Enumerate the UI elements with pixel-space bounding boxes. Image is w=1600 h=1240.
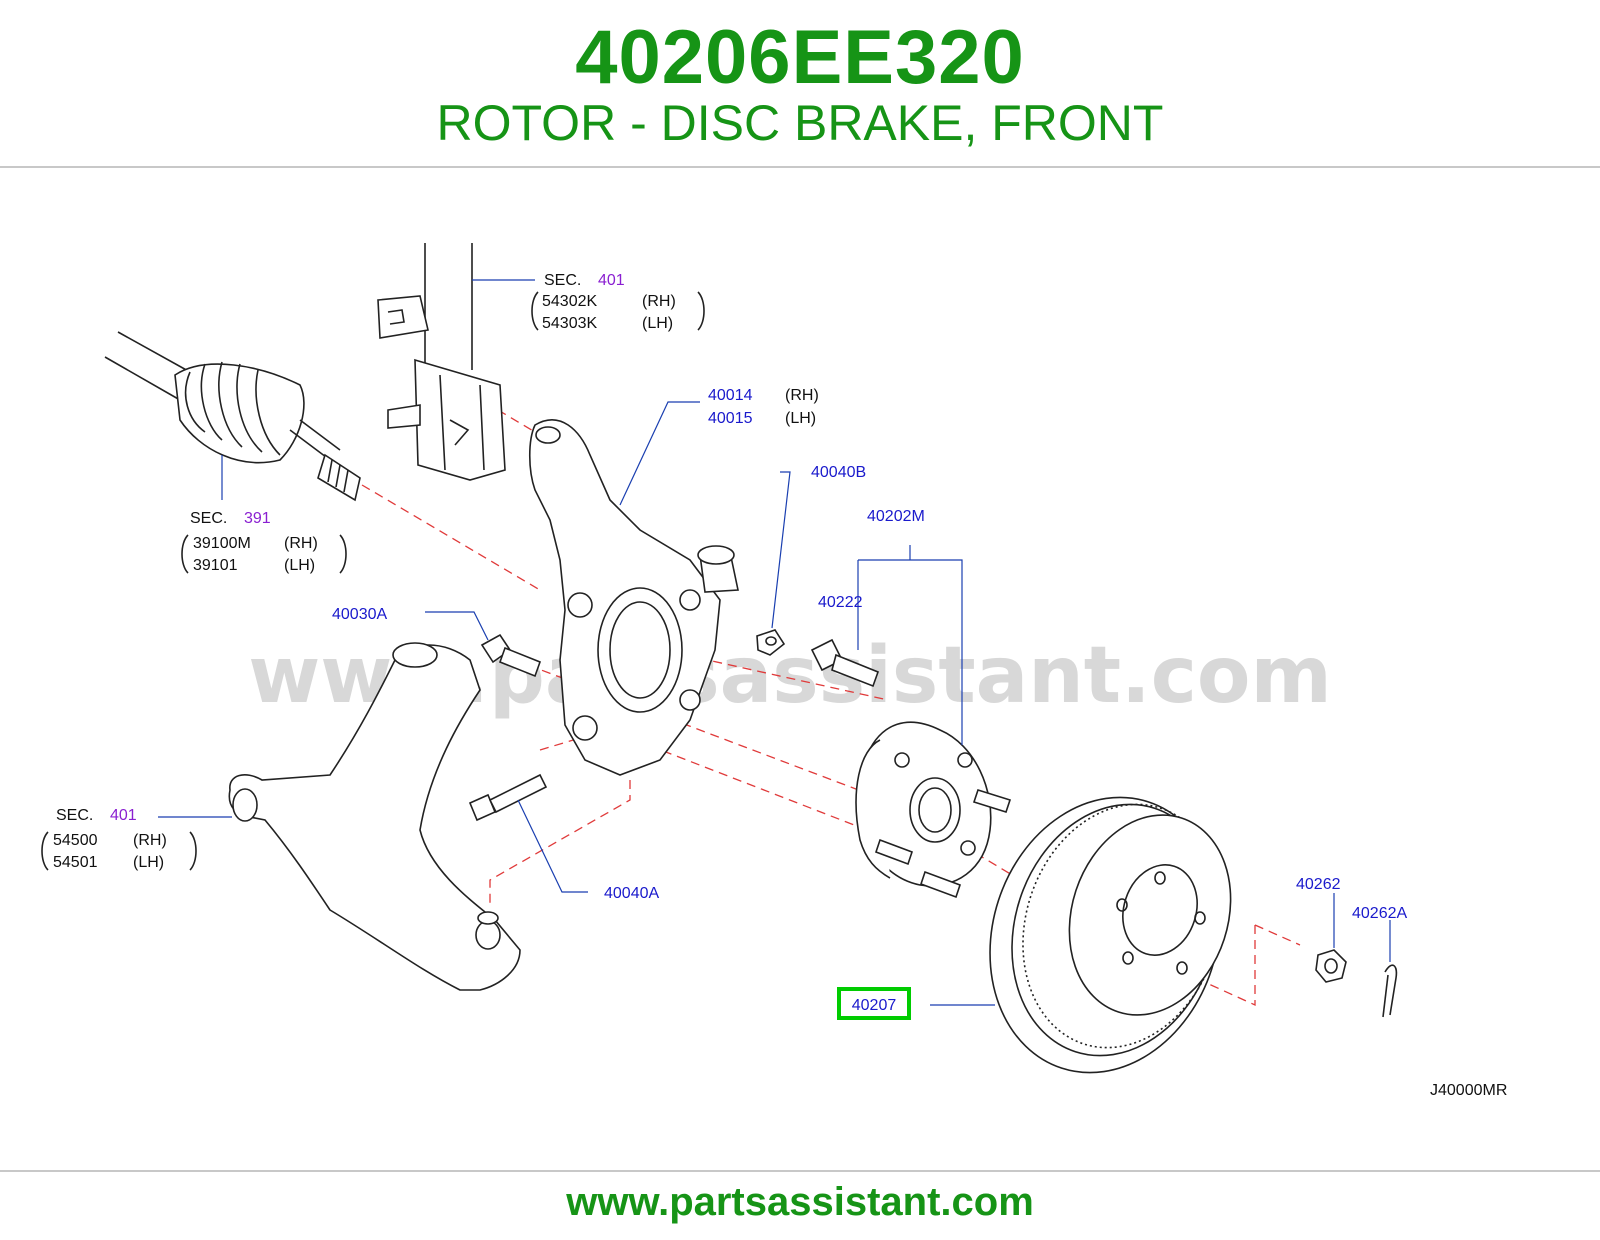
steering-knuckle-part bbox=[529, 419, 739, 776]
strut-sec-label: SEC. bbox=[544, 272, 581, 289]
lower-arm-sec-label: SEC. bbox=[56, 807, 93, 824]
header-divider bbox=[0, 166, 1600, 168]
knuckle-part-rh-side: (RH) bbox=[785, 387, 819, 404]
callout-nut-40040b[interactable]: 40040B bbox=[811, 464, 866, 481]
knuckle-part-rh[interactable]: 40014 bbox=[708, 387, 753, 404]
diagram-code: J40000MR bbox=[1430, 1082, 1507, 1099]
callout-rotor-highlight[interactable]: 40207 bbox=[837, 987, 911, 1020]
hub-assembly-part bbox=[855, 721, 1012, 899]
strut-part-lh-side: (LH) bbox=[642, 315, 673, 332]
lower-arm-part-lh: 54501 bbox=[53, 854, 98, 871]
footer-divider bbox=[0, 1170, 1600, 1172]
highlight-box bbox=[837, 987, 911, 1020]
lower-arm-part bbox=[228, 642, 521, 991]
part-description: ROTOR - DISC BRAKE, FRONT bbox=[436, 95, 1164, 151]
driveshaft-part-lh-side: (LH) bbox=[284, 557, 315, 574]
callout-cotter-pin[interactable]: 40262A bbox=[1352, 905, 1407, 922]
drive-shaft-part bbox=[104, 331, 361, 502]
callout-nut-40262[interactable]: 40262 bbox=[1296, 876, 1341, 893]
lower-arm-part-rh-side: (RH) bbox=[133, 832, 167, 849]
strut-part bbox=[377, 243, 506, 481]
strut-part-rh: 54302K bbox=[542, 293, 597, 310]
driveshaft-part-rh: 39100M bbox=[193, 535, 251, 552]
brake-rotor-part bbox=[989, 796, 1232, 1074]
cotter-pin-part bbox=[1382, 964, 1398, 1018]
callout-hub-bolt[interactable]: 40222 bbox=[818, 594, 863, 611]
strut-part-lh: 54303K bbox=[542, 315, 597, 332]
strut-part-rh-side: (RH) bbox=[642, 293, 676, 310]
callout-lower-arm: SEC. 401 54500 (RH) 54501 (LH) bbox=[41, 807, 197, 871]
lower-arm-part-rh: 54500 bbox=[53, 832, 98, 849]
nut-40040b-part bbox=[756, 629, 786, 656]
footer-url[interactable]: www.partsassistant.com bbox=[566, 1180, 1034, 1224]
callout-rotor[interactable]: 40207 bbox=[852, 997, 897, 1014]
driveshaft-part-lh: 39101 bbox=[193, 557, 238, 574]
callout-hub-assembly[interactable]: 40202M bbox=[867, 508, 925, 525]
leader-lines bbox=[158, 279, 1391, 1006]
driveshaft-sec-number: 391 bbox=[244, 510, 271, 527]
driveshaft-sec-label: SEC. bbox=[190, 510, 227, 527]
callout-knuckle: 40014 (RH) 40015 (LH) bbox=[708, 387, 819, 427]
callout-bolt-40030a[interactable]: 40030A bbox=[332, 606, 387, 623]
callout-bolt-40040a[interactable]: 40040A bbox=[604, 885, 659, 902]
lower-arm-part-lh-side: (LH) bbox=[133, 854, 164, 871]
knuckle-part-lh-side: (LH) bbox=[785, 410, 816, 427]
bolt-40030a-part bbox=[480, 633, 542, 678]
part-number-title: 40206EE320 bbox=[575, 15, 1025, 100]
callout-driveshaft: SEC. 391 39100M (RH) 39101 (LH) bbox=[181, 510, 347, 574]
strut-sec-number: 401 bbox=[598, 272, 625, 289]
driveshaft-part-rh-side: (RH) bbox=[284, 535, 318, 552]
callout-strut: SEC. 401 54302K (RH) 54303K (LH) bbox=[531, 272, 705, 332]
hub-bolt-part bbox=[810, 638, 880, 688]
nut-40262-part bbox=[1315, 949, 1347, 983]
lower-arm-sec-number: 401 bbox=[110, 807, 137, 824]
bolt-40040a-part bbox=[468, 773, 548, 822]
knuckle-part-lh[interactable]: 40015 bbox=[708, 410, 753, 427]
